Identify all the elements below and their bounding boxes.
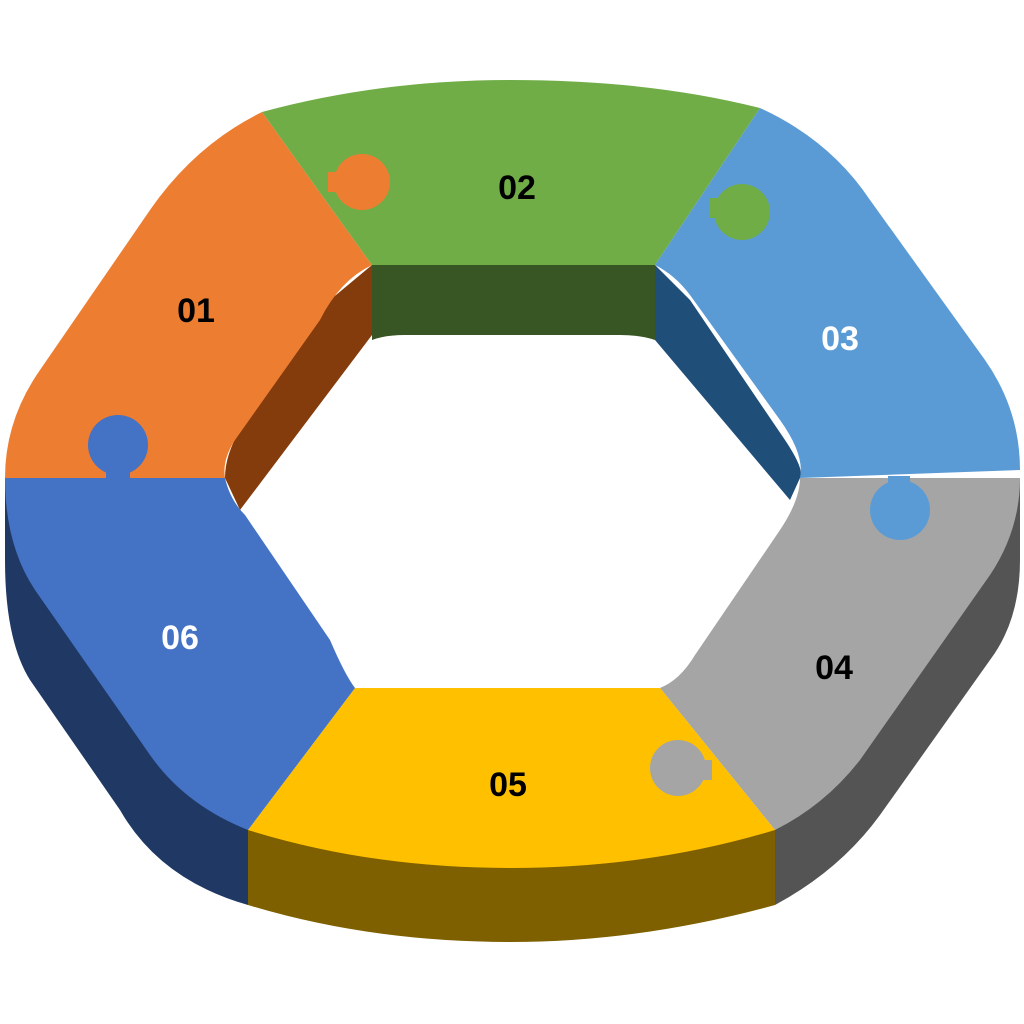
- inner-right-wall: [655, 265, 801, 500]
- segment-05-label: 05: [489, 766, 527, 804]
- puzzle-tab-04: [650, 740, 706, 796]
- puzzle-tabs: [88, 154, 930, 796]
- segment-04[interactable]: [660, 478, 1020, 830]
- segment-01-label: 01: [177, 292, 215, 330]
- segment-01[interactable]: [5, 112, 385, 478]
- puzzle-tab-01-neck: [328, 172, 348, 192]
- inner-left-wall: [225, 265, 372, 510]
- puzzle-tab-03-neck: [888, 476, 910, 496]
- segment-02[interactable]: [262, 80, 760, 265]
- puzzle-tab-06: [88, 415, 148, 475]
- puzzle-tab-02-neck: [710, 198, 730, 218]
- puzzle-tab-01: [334, 154, 390, 210]
- puzzle-tab-04-neck: [690, 760, 712, 780]
- segment-02-label: 02: [498, 169, 536, 207]
- segment-03-label: 03: [821, 320, 859, 358]
- puzzle-tab-05-neck: [280, 718, 302, 740]
- segment-06-label: 06: [161, 619, 199, 657]
- inner-top-wall: [372, 265, 655, 340]
- puzzle-tab-03: [870, 480, 930, 540]
- puzzle-tab-06-neck: [106, 455, 130, 478]
- segment-05[interactable]: [248, 688, 775, 868]
- segment-04-label: 04: [815, 649, 853, 687]
- puzzle-tab-05: [237, 702, 293, 758]
